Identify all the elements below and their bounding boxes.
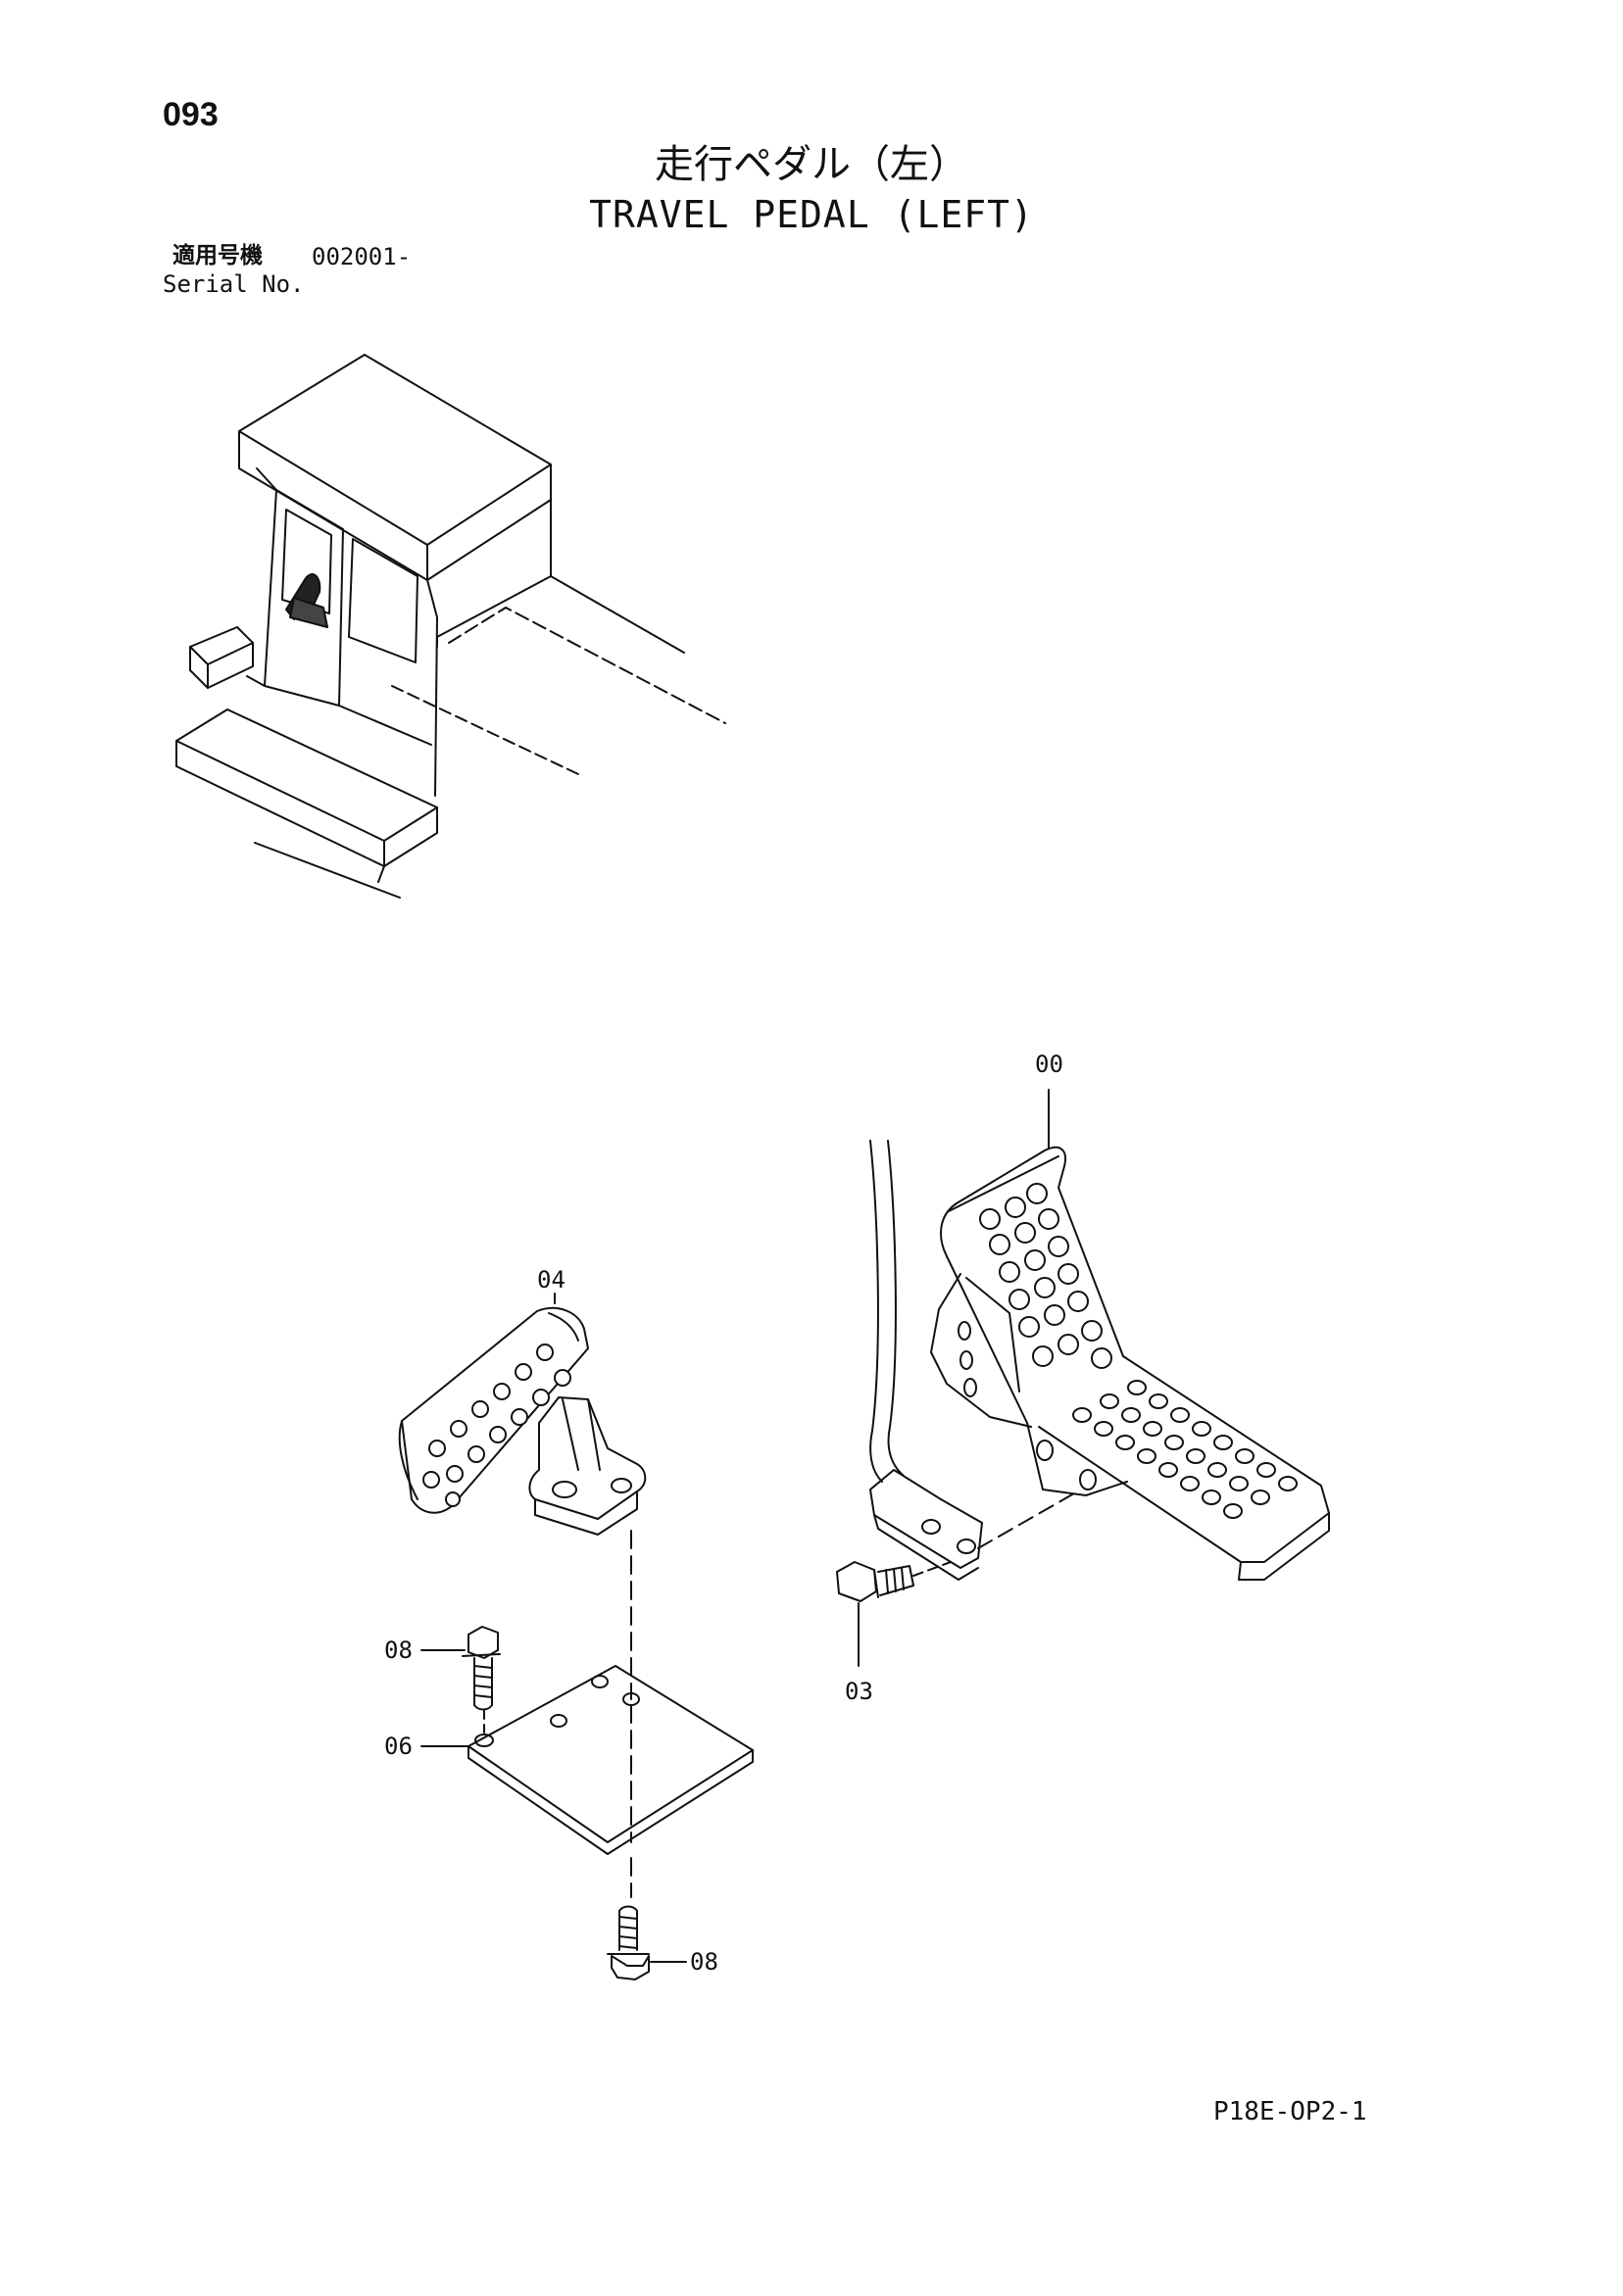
- callout-08-upper: 08: [384, 1637, 413, 1664]
- serial-number-value: 002001-: [312, 243, 412, 270]
- cab-locator-illustration: [175, 354, 726, 899]
- callout-08-lower: 08: [690, 1948, 718, 1976]
- callout-03: 03: [845, 1678, 873, 1705]
- serial-label-english: Serial No.: [163, 270, 305, 298]
- bolt-upper-part-08: [462, 1626, 501, 1735]
- page-number: 093: [163, 96, 219, 133]
- page-title-english: TRAVEL PEDAL (LEFT): [589, 193, 1034, 236]
- callout-00: 00: [1035, 1050, 1063, 1078]
- page-title-japanese: 走行ペダル（左）: [655, 142, 968, 187]
- pedal-large-part-00: [930, 1089, 1330, 1581]
- base-plate-part-06: [467, 1665, 754, 1855]
- callout-06: 06: [384, 1733, 413, 1760]
- document-code: P18E-OP2-1: [1213, 2097, 1367, 2126]
- alignment-line-pedal: [977, 1492, 1075, 1549]
- pedal-small-part-04: [398, 1293, 647, 1536]
- callout-04: 04: [537, 1266, 566, 1294]
- pedal-rod-and-tab: [869, 1140, 983, 1581]
- bolt-part-03: [836, 1561, 952, 1667]
- serial-label-japanese: 適用号機: [172, 243, 263, 269]
- bolt-lower-part-08: [607, 1905, 650, 1980]
